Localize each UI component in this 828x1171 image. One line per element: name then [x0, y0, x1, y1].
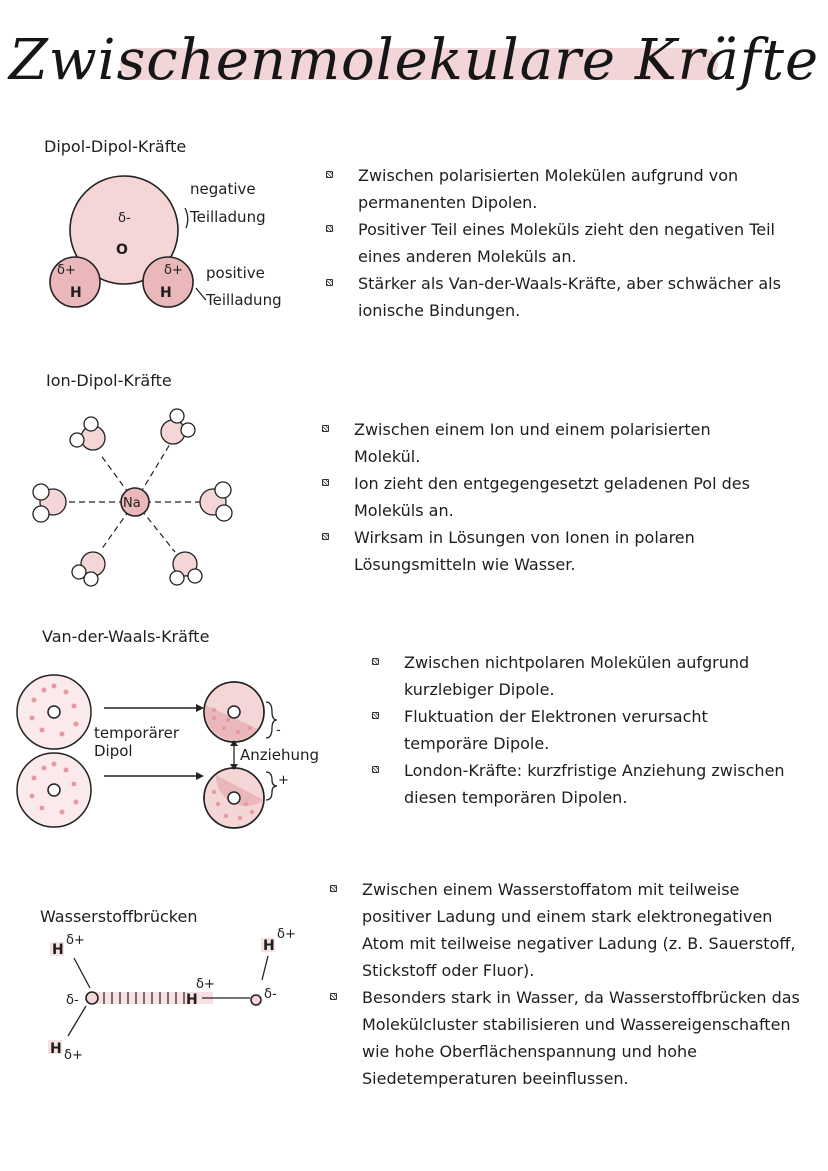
h3-delta-label: δ+ — [196, 977, 215, 992]
h4-label: H — [50, 1041, 62, 1057]
o2-delta-label: δ- — [264, 987, 277, 1002]
water-molecule — [32, 483, 67, 523]
water-dipole-diagram: δ- O δ+ H δ+ H negative Teilladung posit… — [49, 175, 282, 309]
h2-label: H — [263, 938, 275, 954]
bullet-icon — [326, 279, 333, 286]
bullet-icon — [330, 885, 337, 892]
ion-heading: Ion-Dipol-Kräfte — [46, 371, 172, 390]
sodium-ion — [120, 487, 150, 517]
oxygen-atom-2 — [250, 994, 262, 1006]
list-item: Ion zieht den entgegengesetzt geladenen … — [322, 470, 762, 524]
list-item: Zwischen einem Ion und einem polarisiert… — [322, 416, 762, 470]
bullet-icon — [322, 425, 329, 432]
teilladung-pos-label: Teilladung — [205, 291, 282, 309]
water-molecule — [71, 551, 106, 587]
list-item: Zwischen polarisierten Molekülen aufgrun… — [326, 162, 786, 216]
bullet-icon — [322, 479, 329, 486]
bullet-icon — [326, 225, 333, 232]
h1-label: H — [52, 942, 64, 958]
page-title: Zwischenmolekulare Kräfte — [8, 28, 820, 93]
h2-delta-label: δ+ — [277, 927, 296, 942]
hbond-bullet-list: Zwischen einem Wasserstoffatom mit teilw… — [330, 876, 800, 1092]
list-item: Wirksam in Lösungen von Ionen in polaren… — [322, 524, 762, 578]
list-item: Zwischen nichtpolaren Molekülen aufgrund… — [372, 649, 792, 703]
h-left-label: H — [70, 285, 82, 301]
list-item: Zwischen einem Wasserstoffatom mit teilw… — [330, 876, 800, 984]
plus-label: + — [278, 773, 289, 788]
water-molecule — [199, 481, 233, 522]
h1-delta-label: δ+ — [66, 933, 85, 948]
bullet-icon — [372, 766, 379, 773]
hydrogen-bond-diagram: H δ+ δ- H δ+ H δ+ δ- H δ+ — [48, 927, 296, 1063]
title-area: Zwischenmolekulare Kräfte — [0, 8, 828, 108]
bullet-icon — [372, 658, 379, 665]
water-molecule — [160, 408, 196, 445]
vdw-heading: Van-der-Waals-Kräfte — [42, 627, 210, 646]
list-item: Besonders stark in Wasser, da Wasserstof… — [330, 984, 800, 1092]
ion-dipole-diagram: Na — [32, 408, 233, 587]
bullet-icon — [330, 993, 337, 1000]
water-molecule — [169, 551, 203, 586]
delta-plus-right-label: δ+ — [164, 263, 183, 278]
negative-label: negative — [190, 180, 256, 198]
h-right-label: H — [160, 285, 172, 301]
oxygen-atom — [69, 175, 179, 285]
minus-label: - — [276, 723, 281, 738]
hydrogen-right-atom — [142, 256, 194, 308]
delta-plus-left-label: δ+ — [57, 263, 76, 278]
list-item: London-Kräfte: kurzfristige Anziehung zw… — [372, 757, 792, 811]
h3-label: H — [186, 992, 198, 1008]
title-highlight — [120, 48, 718, 80]
list-item: Fluktuation der Elektronen verursacht te… — [372, 703, 792, 757]
hydrogen-left-atom — [49, 256, 101, 308]
van-der-waals-diagram: temporärer Dipol - + Anziehung — [16, 674, 319, 829]
oxygen-label: O — [116, 242, 128, 258]
delta-minus-label: δ- — [118, 211, 131, 226]
temporaerer-label: temporärer — [94, 724, 180, 742]
bullet-icon — [372, 712, 379, 719]
o1-delta-label: δ- — [66, 993, 79, 1008]
anziehung-label: Anziehung — [240, 746, 319, 764]
bullet-icon — [326, 171, 333, 178]
dipol-bullet-list: Zwischen polarisierten Molekülen aufgrun… — [326, 162, 786, 324]
vdw-bullet-list: Zwischen nichtpolaren Molekülen aufgrund… — [372, 649, 792, 811]
hbond-heading: Wasserstoffbrücken — [40, 907, 198, 926]
list-item: Positiver Teil eines Moleküls zieht den … — [326, 216, 786, 270]
oxygen-atom-1 — [85, 991, 99, 1005]
dipol-label: Dipol — [94, 742, 133, 760]
water-molecule — [69, 416, 106, 451]
bullet-icon — [322, 533, 329, 540]
sodium-label: Na — [123, 496, 141, 511]
dipol-heading: Dipol-Dipol-Kräfte — [44, 137, 187, 156]
list-item: Stärker als Van-der-Waals-Kräfte, aber s… — [326, 270, 786, 324]
ion-bullet-list: Zwischen einem Ion und einem polarisiert… — [322, 416, 762, 578]
teilladung-neg-label: Teilladung — [189, 208, 266, 226]
h4-delta-label: δ+ — [64, 1048, 83, 1063]
positive-label: positive — [206, 264, 265, 282]
